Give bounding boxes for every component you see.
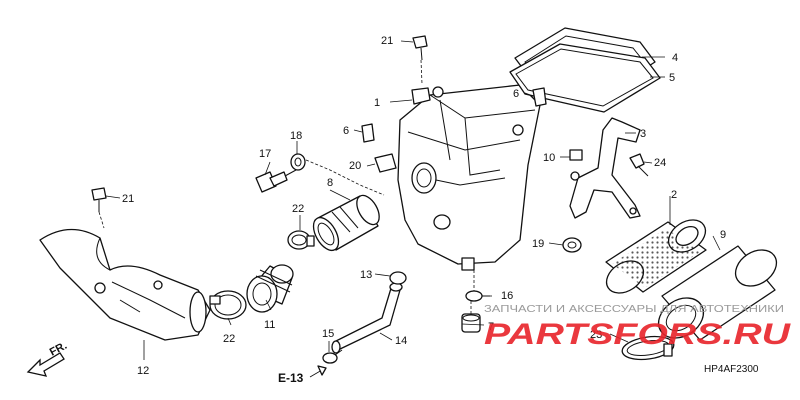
front-label: FR. <box>48 340 69 359</box>
callout-17: 17 <box>259 148 271 160</box>
filter-element <box>605 219 707 294</box>
temperature-sensor <box>255 169 297 193</box>
inlet-duct <box>39 228 211 341</box>
clamp-bracket <box>374 153 397 173</box>
watermark: ЗАПЧАСТИ И АКСЕССУАРЫ ДЛЯ АВТОТЕХНИКИ PA… <box>484 303 792 351</box>
callout-21-left: 21 <box>122 193 134 205</box>
callout-7: 7 <box>488 321 494 333</box>
callout-12: 12 <box>137 365 149 377</box>
air-cleaner-housing <box>397 84 541 271</box>
cover-gasket <box>509 43 661 113</box>
breather-tube <box>331 282 403 354</box>
callout-3: 3 <box>640 128 646 140</box>
callout-1: 1 <box>374 97 380 109</box>
front-direction-arrow: FR. <box>26 340 69 377</box>
collar-19 <box>562 237 582 253</box>
callout-14: 14 <box>395 335 407 347</box>
callout-4: 4 <box>672 52 678 64</box>
clip-6-lower <box>361 123 375 143</box>
front-arrow-icon <box>26 352 65 377</box>
callout-24: 24 <box>654 157 666 169</box>
callout-18: 18 <box>290 130 302 142</box>
reference-label: E-13 <box>278 371 304 385</box>
callout-16: 16 <box>501 290 513 302</box>
callout-21-top: 21 <box>381 35 393 47</box>
callout-19: 19 <box>532 238 544 250</box>
callout-labels: 1 2 3 4 5 6 6 7 8 9 10 11 12 13 14 15 16… <box>122 35 726 377</box>
drain-plug <box>461 313 481 333</box>
outer-filter <box>657 245 778 341</box>
band-clamp-22-upper <box>287 230 315 250</box>
callout-10: 10 <box>543 152 555 164</box>
bolt-24 <box>629 153 649 177</box>
assembly-lines <box>98 59 475 314</box>
callout-15: 15 <box>322 328 334 340</box>
bolt-21-left <box>91 187 107 212</box>
band-clamp-22-lower <box>209 290 247 320</box>
mounting-bracket <box>569 117 641 219</box>
hose-clip-13 <box>389 271 407 285</box>
callout-6-lower: 6 <box>343 125 349 137</box>
leader-lines <box>105 40 721 360</box>
section-reference: E-13 <box>278 365 327 385</box>
callout-13: 13 <box>360 269 372 281</box>
callout-8: 8 <box>327 177 333 189</box>
intake-joint <box>312 194 380 252</box>
bolt-21-top <box>412 35 428 61</box>
sensor-grommet <box>290 153 306 171</box>
callout-23: 23 <box>590 329 602 341</box>
callout-11: 11 <box>264 319 275 331</box>
callout-9: 9 <box>720 229 726 241</box>
callout-22-lower: 22 <box>223 333 235 345</box>
callout-22-upper: 22 <box>292 203 304 215</box>
watermark-caption: ЗАПЧАСТИ И АКСЕССУАРЫ ДЛЯ АВТОТЕХНИКИ <box>484 303 784 315</box>
diagram-code: HP4AF2300 <box>704 364 759 375</box>
callout-20: 20 <box>349 160 361 172</box>
callout-2: 2 <box>671 189 677 201</box>
callout-5: 5 <box>669 72 675 84</box>
rubber-block <box>569 149 583 161</box>
connecting-tube <box>246 264 294 313</box>
band-clamp-23 <box>621 335 675 361</box>
watermark-logo: PARTSFORS.RU <box>484 318 792 351</box>
hose-clip-15 <box>322 349 343 364</box>
callout-6-upper: 6 <box>513 88 519 100</box>
clip-6-upper <box>532 87 547 107</box>
